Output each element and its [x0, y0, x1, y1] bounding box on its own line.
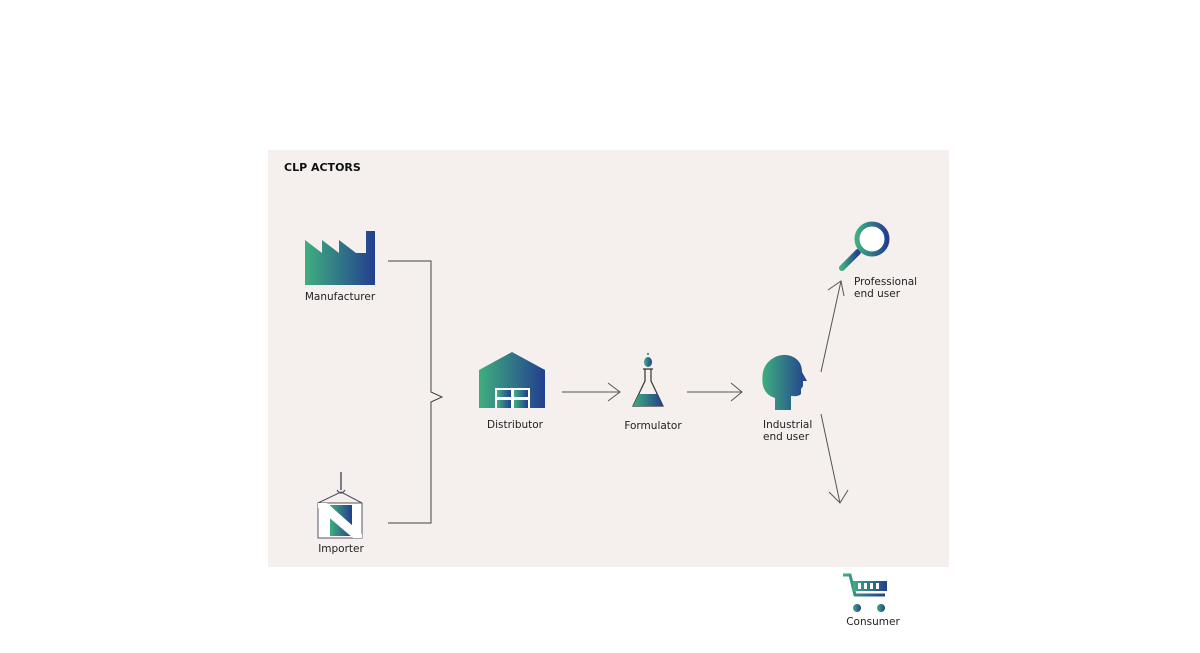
- professional-label-line1: Professional: [854, 276, 918, 288]
- warehouse-icon: [479, 352, 545, 408]
- diagram-panel: [268, 150, 949, 567]
- industrial-end-user-label: Industrial end user: [763, 419, 812, 443]
- magnifier-icon: [839, 221, 890, 271]
- arrow-industrial-to-professional: [820, 280, 845, 373]
- factory-icon: [305, 231, 375, 285]
- bracket-connector: [388, 260, 444, 524]
- arrow-distributor-to-formulator: [562, 382, 621, 402]
- shopping-cart-icon: [843, 573, 887, 612]
- distributor-label: Distributor: [486, 419, 544, 431]
- professional-end-user-label: Professional end user: [854, 276, 917, 300]
- importer-label: Importer: [318, 543, 364, 555]
- industrial-label-line2: end user: [763, 431, 810, 443]
- arrow-industrial-to-consumer: [820, 413, 849, 504]
- professional-label-line2: end user: [854, 288, 901, 300]
- container-crane-icon: [317, 472, 363, 539]
- consumer-label: Consumer: [846, 616, 900, 628]
- industrial-label-line1: Industrial: [763, 419, 813, 431]
- formulator-label: Formulator: [624, 420, 682, 432]
- flask-icon: [632, 352, 664, 407]
- manufacturer-label: Manufacturer: [304, 291, 376, 303]
- diagram-title: CLP ACTORS: [284, 161, 361, 174]
- arrow-formulator-to-industrial: [687, 382, 743, 402]
- head-icon: [762, 354, 807, 410]
